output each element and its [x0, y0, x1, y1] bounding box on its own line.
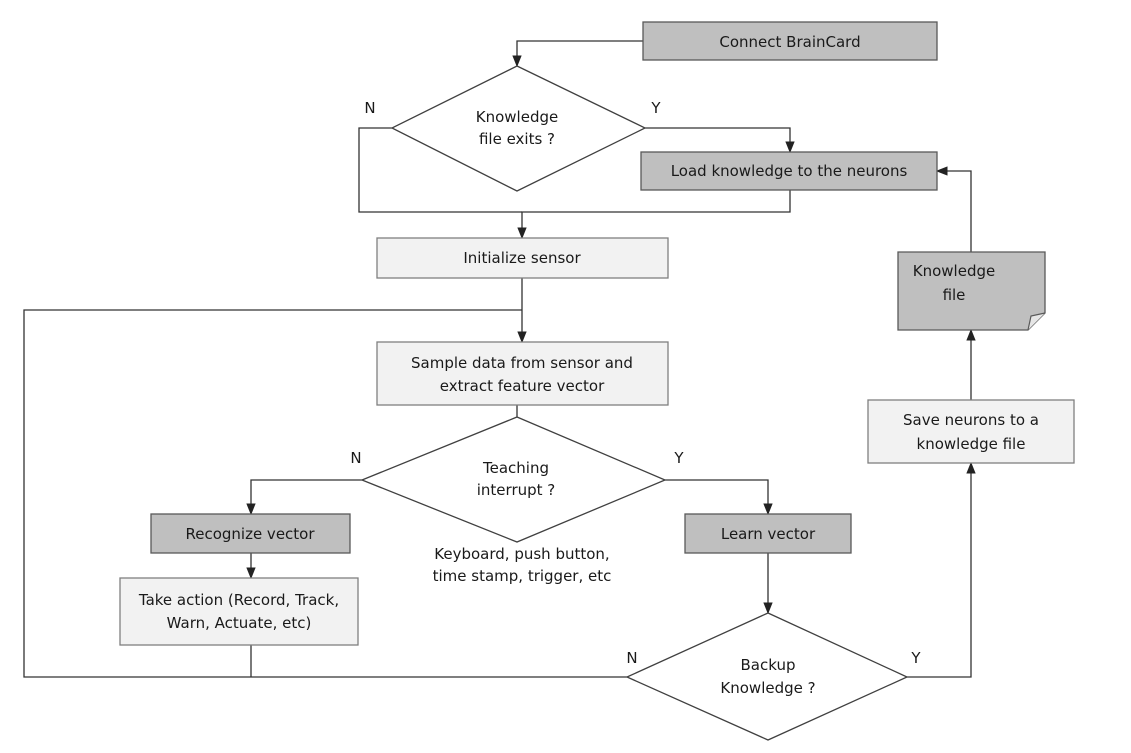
node-teaching-interrupt-decision: Teaching interrupt ? [360, 416, 667, 543]
node-label: Warn, Actuate, etc) [167, 614, 312, 632]
connectors [23, 40, 976, 678]
flow-file-to-load [935, 166, 972, 252]
interrupt-sources-note: Keyboard, push button, time stamp, trigg… [433, 545, 612, 585]
node-label: file [943, 286, 966, 304]
node-sample-data: Sample data from sensor and extract feat… [376, 341, 669, 406]
branch-label-no: N [350, 449, 361, 467]
node-label: Knowledge ? [720, 679, 815, 697]
node-take-action: Take action (Record, Track, Warn, Actuat… [119, 577, 359, 646]
node-label: Knowledge [476, 108, 558, 126]
node-label: Take action (Record, Track, [138, 591, 339, 609]
flow-load-to-initialize [517, 190, 791, 240]
flow-yes-to-load [645, 127, 795, 154]
branch-label-yes: Y [673, 449, 684, 467]
node-label: Connect BrainCard [719, 33, 860, 51]
branch-label-yes: Y [910, 649, 921, 667]
flow-teaching-yes [665, 479, 773, 516]
node-label: Load knowledge to the neurons [671, 162, 908, 180]
node-knowledge-file: Knowledge file [897, 251, 1046, 331]
node-label: Learn vector [721, 525, 816, 543]
node-knowledge-exists-decision: Knowledge file exits ? [390, 65, 647, 192]
node-label: Sample data from sensor and [411, 354, 633, 372]
flow-no-bypass [358, 127, 522, 213]
flow-loop-back [23, 309, 627, 678]
node-label: Knowledge [913, 262, 995, 280]
node-backup-knowledge-decision: Backup Knowledge ? [625, 612, 909, 741]
branch-label-yes: Y [650, 99, 661, 117]
note-line: time stamp, trigger, etc [433, 567, 612, 585]
note-line: Keyboard, push button, [434, 545, 609, 563]
node-learn-vector: Learn vector [684, 513, 852, 554]
branch-labels: N Y N Y N Y [350, 99, 921, 667]
node-label: extract feature vector [440, 377, 605, 395]
node-label: Teaching [482, 459, 549, 477]
node-label: interrupt ? [477, 481, 556, 499]
node-label: knowledge file [917, 435, 1026, 453]
flow-connect-to-decision [512, 40, 643, 68]
branch-label-no: N [626, 649, 637, 667]
node-recognize-vector: Recognize vector [150, 513, 351, 554]
node-label: Recognize vector [185, 525, 315, 543]
node-label: Save neurons to a [903, 411, 1039, 429]
branch-label-no: N [364, 99, 375, 117]
node-label: Backup [741, 656, 796, 674]
node-label: file exits ? [479, 130, 555, 148]
node-connect-braincard: Connect BrainCard [642, 21, 938, 61]
node-save-neurons: Save neurons to a knowledge file [867, 399, 1075, 464]
flow-backup-yes [907, 461, 976, 678]
node-label: Initialize sensor [463, 249, 581, 267]
flow-teaching-no [246, 479, 362, 516]
node-initialize-sensor: Initialize sensor [376, 237, 669, 279]
node-load-knowledge: Load knowledge to the neurons [640, 151, 938, 191]
